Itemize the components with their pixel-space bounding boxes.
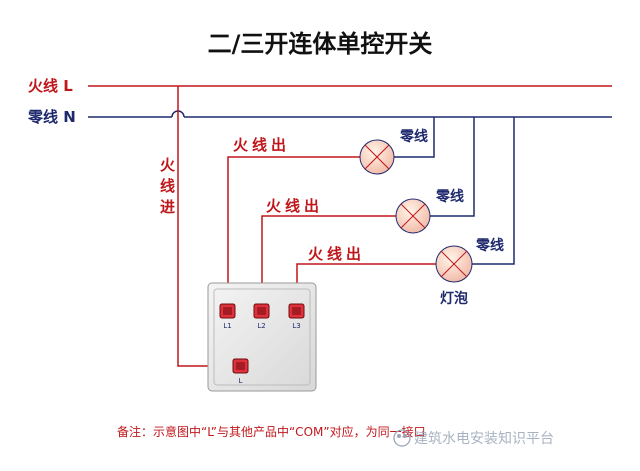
watermark: 建筑水电安装知识平台 xyxy=(393,429,554,447)
live-out-label-2: 火线出 xyxy=(266,197,323,215)
watermark-logo-icon xyxy=(393,429,411,447)
lamp-2 xyxy=(395,198,431,234)
terminal-l1 xyxy=(219,303,236,319)
lamp-label: 灯泡 xyxy=(440,290,468,307)
neutral-wire-3 xyxy=(472,117,515,265)
terminal-label-l3: L3 xyxy=(292,322,300,330)
watermark-text: 建筑水电安装知识平台 xyxy=(414,430,554,447)
live-rail-label: 火线 L xyxy=(28,77,73,95)
feed-label-char-2: 线 xyxy=(160,177,179,195)
live-out-wire-3 xyxy=(296,263,436,305)
feed-label-char-1: 火 xyxy=(160,156,179,174)
live-out-label-3: 火线出 xyxy=(308,245,365,263)
terminal-l2 xyxy=(253,303,270,319)
neutral-label-2: 零线 xyxy=(435,188,464,205)
neutral-label-3: 零线 xyxy=(475,237,504,254)
footnote: 备注：示意图中“L”与其他产品中“COM”对应，为同一接口 xyxy=(117,424,426,439)
neutral-wire-1 xyxy=(394,117,435,158)
neutral-rail-label: 零线 N xyxy=(27,108,76,126)
terminal-l3 xyxy=(288,303,305,319)
switch-plate xyxy=(207,282,317,392)
terminal-label-l1: L1 xyxy=(223,322,231,330)
live-out-label-1: 火线出 xyxy=(233,136,290,154)
neutral-label-1: 零线 xyxy=(399,128,428,145)
lamp-1 xyxy=(359,139,395,175)
terminal-l xyxy=(232,358,249,374)
live-out-wire-1 xyxy=(227,156,360,305)
page-title: 二/三开连体单控开关 xyxy=(208,30,433,58)
terminal-label-l2: L2 xyxy=(257,322,265,330)
live-out-wire-2 xyxy=(261,215,396,305)
neutral-wire-2 xyxy=(430,117,475,217)
feed-label-char-3: 进 xyxy=(160,198,179,216)
lamp-3 xyxy=(435,245,473,283)
terminal-label-l: L xyxy=(239,377,243,385)
